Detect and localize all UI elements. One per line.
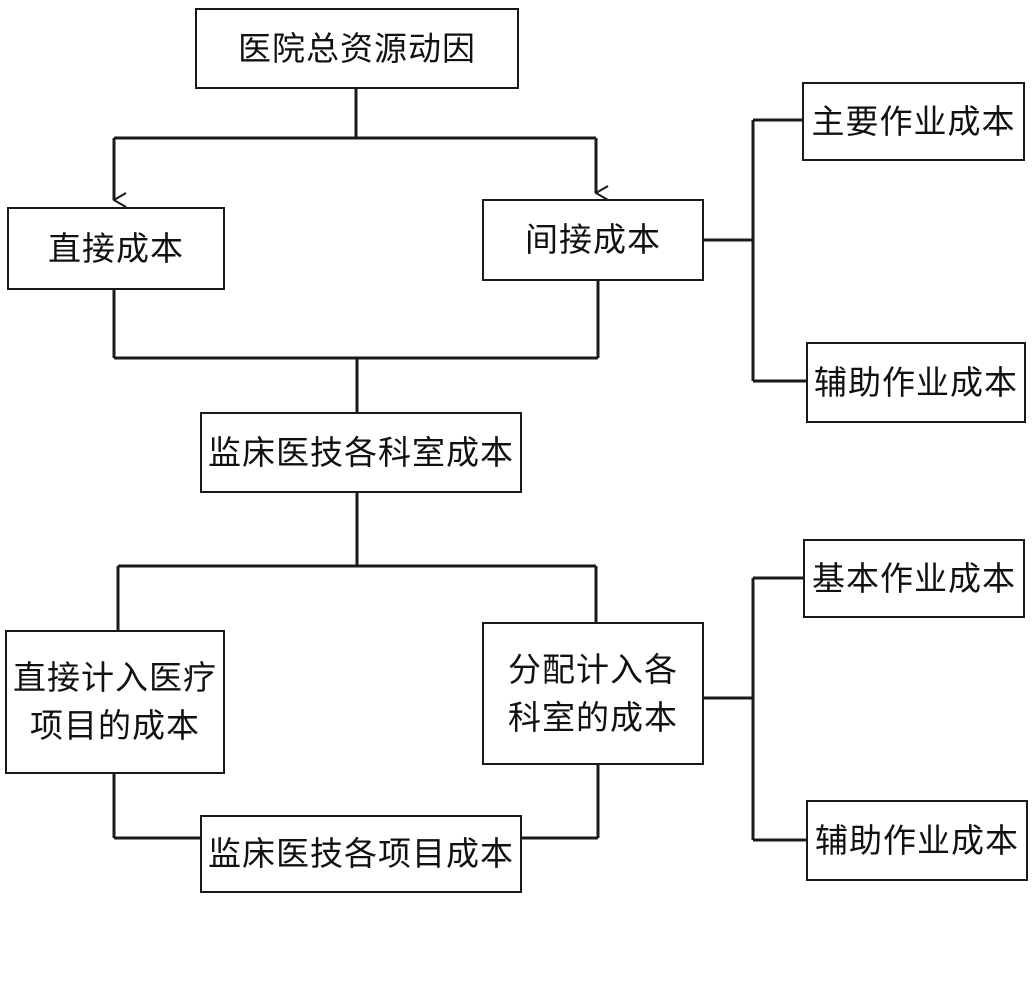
box-direct-project-cost: 直接计入医疗 项目的成本 (5, 630, 225, 774)
box-basic-activity-cost: 基本作业成本 (803, 539, 1025, 618)
box-allocated-dept-cost: 分配计入各 科室的成本 (482, 622, 704, 765)
box-direct-cost: 直接成本 (7, 207, 225, 290)
box-root-resource-driver: 医院总资源动因 (195, 8, 519, 89)
box-main-activity-cost: 主要作业成本 (802, 82, 1025, 161)
box-aux-activity-cost-2: 辅助作业成本 (806, 800, 1028, 881)
box-indirect-cost: 间接成本 (482, 199, 704, 281)
box-project-cost: 监床医技各项目成本 (200, 815, 522, 893)
box-aux-activity-cost-1: 辅助作业成本 (806, 342, 1026, 423)
box-dept-cost: 监床医技各科室成本 (200, 412, 522, 493)
